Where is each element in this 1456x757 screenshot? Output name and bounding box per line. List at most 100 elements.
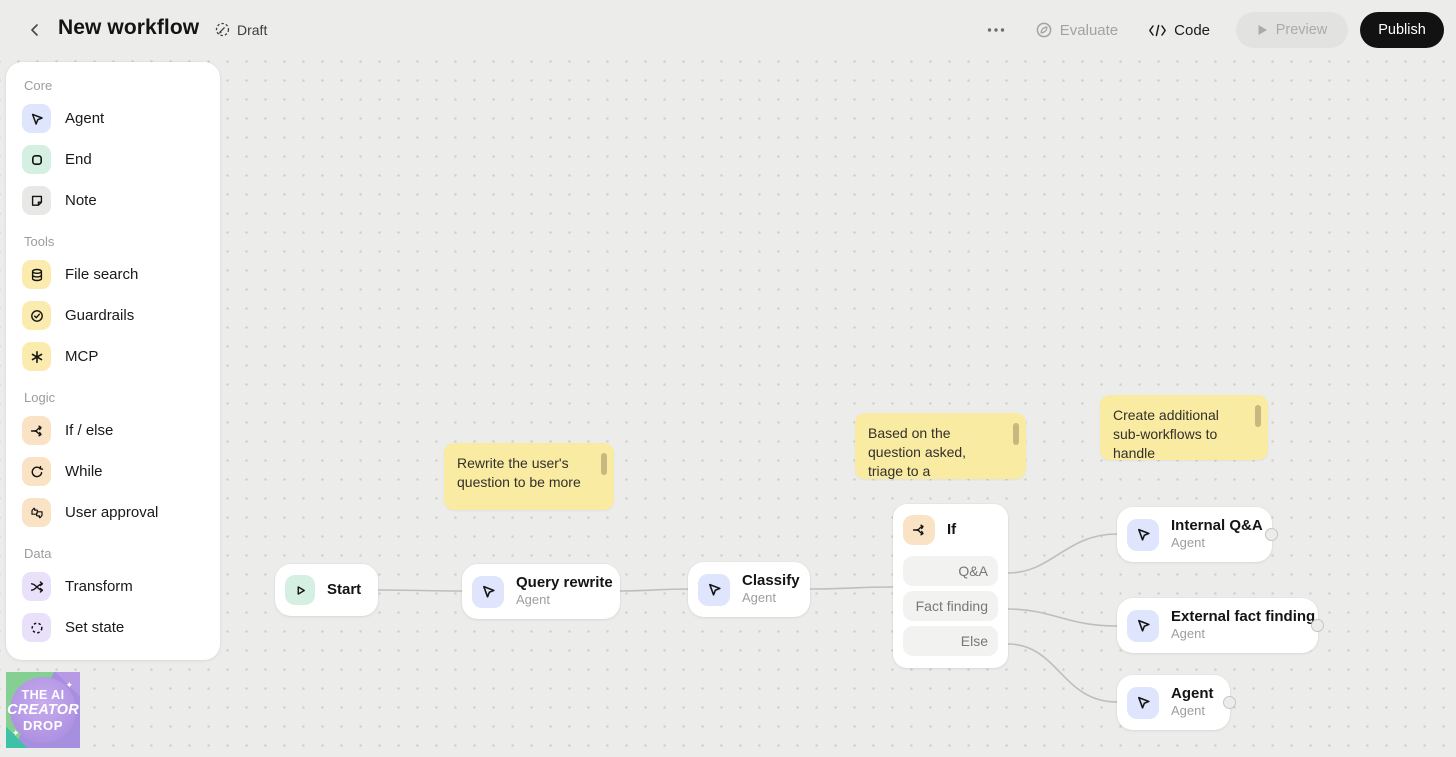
- preview-label: Preview: [1275, 22, 1328, 38]
- start-play-icon: [285, 575, 315, 605]
- if-branch-fact-finding[interactable]: Fact finding: [903, 591, 998, 621]
- chevron-left-icon: [31, 24, 38, 36]
- node-if[interactable]: If Q&A Fact finding Else: [893, 504, 1008, 668]
- sticky-note-text: Create additional sub-workflows to handl…: [1113, 407, 1219, 461]
- node-subtitle: Agent: [1171, 626, 1205, 642]
- shuffle-icon: [22, 572, 51, 601]
- sidebar-item-label: File search: [65, 266, 139, 283]
- back-button[interactable]: [22, 17, 48, 43]
- watermark-circle: THE AI CREATOR DROP: [7, 677, 79, 743]
- output-port[interactable]: [1311, 619, 1324, 632]
- node-query-rewrite[interactable]: Query rewrite Agent: [462, 564, 620, 619]
- loop-icon: [22, 457, 51, 486]
- preview-button[interactable]: Preview: [1236, 12, 1348, 48]
- if-branch-else[interactable]: Else: [903, 626, 998, 656]
- node-subtitle: Agent: [1171, 703, 1205, 719]
- note-icon: [22, 186, 51, 215]
- agent-cursor-icon: [698, 573, 730, 606]
- node-title: If: [947, 520, 957, 538]
- code-button[interactable]: Code: [1148, 22, 1210, 39]
- code-label: Code: [1174, 21, 1210, 39]
- end-square-icon: [22, 145, 51, 174]
- sidebar-item-label: Transform: [65, 578, 133, 595]
- watermark-text: THE AI: [21, 687, 65, 702]
- note-scrollbar[interactable]: [601, 453, 607, 475]
- sidebar-item-label: If / else: [65, 422, 114, 439]
- evaluate-label: Evaluate: [1059, 21, 1119, 39]
- sidebar-item-label: While: [65, 463, 103, 480]
- draft-icon: [215, 22, 230, 37]
- sticky-note[interactable]: Rewrite the user's question to be more: [444, 443, 614, 510]
- agent-cursor-icon: [1127, 518, 1159, 551]
- node-internal-qa[interactable]: Internal Q&A Agent: [1117, 507, 1272, 562]
- more-options-button[interactable]: [979, 13, 1013, 47]
- sidebar-item-label: End: [65, 151, 92, 168]
- branch-split-icon: [903, 515, 935, 545]
- sparkle-icon: ✦: [12, 728, 20, 738]
- agent-cursor-icon: [472, 575, 504, 608]
- agent-cursor-icon: [22, 104, 51, 133]
- sticky-note[interactable]: Create additional sub-workflows to handl…: [1100, 395, 1268, 461]
- sidebar-item-user-approval[interactable]: User approval: [22, 492, 204, 533]
- sidebar-item-label: Set state: [65, 619, 125, 636]
- note-scrollbar[interactable]: [1013, 423, 1019, 445]
- node-agent[interactable]: Agent Agent: [1117, 675, 1230, 730]
- code-icon: [1149, 24, 1167, 36]
- branch-split-icon: [22, 416, 51, 445]
- sidebar-item-label: Guardrails: [65, 307, 135, 324]
- sticky-note-text: Rewrite the user's question to be more: [457, 455, 581, 490]
- database-icon: [22, 260, 51, 289]
- node-title: Agent: [1171, 684, 1214, 702]
- section-label-data: Data: [24, 546, 52, 561]
- node-subtitle: Agent: [516, 592, 550, 608]
- section-label-tools: Tools: [24, 234, 55, 249]
- node-palette-sidebar: Core Agent End Note Tools File search Gu…: [6, 62, 220, 660]
- node-title: Query rewrite: [516, 573, 613, 591]
- sidebar-item-agent[interactable]: Agent: [22, 98, 204, 139]
- agent-cursor-icon: [1127, 686, 1159, 719]
- watermark-text: CREATOR: [7, 701, 79, 718]
- output-port[interactable]: [1223, 696, 1236, 709]
- sidebar-item-while[interactable]: While: [22, 451, 204, 492]
- node-subtitle: Agent: [1171, 535, 1205, 551]
- sidebar-item-file-search[interactable]: File search: [22, 254, 204, 295]
- evaluate-icon: [1036, 22, 1052, 38]
- play-icon: [1258, 25, 1267, 35]
- section-label-core: Core: [24, 78, 53, 93]
- sidebar-item-if-else[interactable]: If / else: [22, 410, 204, 451]
- node-external-fact-finding[interactable]: External fact finding Agent: [1117, 598, 1318, 653]
- evaluate-button[interactable]: Evaluate: [1035, 21, 1118, 39]
- sidebar-item-label: Agent: [65, 110, 105, 127]
- sidebar-item-guardrails[interactable]: Guardrails: [22, 295, 204, 336]
- node-classify[interactable]: Classify Agent: [688, 562, 810, 617]
- if-branch-qa[interactable]: Q&A: [903, 556, 998, 586]
- sidebar-item-note[interactable]: Note: [22, 180, 204, 221]
- node-title: External fact finding: [1171, 607, 1316, 625]
- thumbs-approval-icon: [22, 498, 51, 527]
- status-badge-label: Draft: [237, 21, 268, 38]
- note-scrollbar[interactable]: [1255, 405, 1261, 427]
- shield-check-icon: [22, 301, 51, 330]
- sidebar-item-mcp[interactable]: MCP: [22, 336, 204, 377]
- output-port[interactable]: [1265, 528, 1278, 541]
- sidebar-item-transform[interactable]: Transform: [22, 566, 204, 607]
- node-title: Internal Q&A: [1171, 516, 1263, 534]
- node-title: Classify: [742, 571, 800, 589]
- agent-cursor-icon: [1127, 609, 1159, 642]
- node-start[interactable]: Start: [275, 564, 378, 616]
- top-bar: New workflow Draft Evaluate Code: [0, 0, 1456, 60]
- publish-button[interactable]: Publish: [1360, 12, 1444, 48]
- sidebar-item-end[interactable]: End: [22, 139, 204, 180]
- sidebar-item-label: User approval: [65, 504, 159, 521]
- watermark-text: DROP: [23, 717, 63, 733]
- sticky-note[interactable]: Based on the question asked, triage to a: [855, 413, 1026, 479]
- creator-watermark-logo: ✦ ✦ THE AI CREATOR DROP: [6, 672, 80, 748]
- mcp-icon: [22, 342, 51, 371]
- sidebar-item-set-state[interactable]: Set state: [22, 607, 204, 648]
- section-label-logic: Logic: [24, 390, 56, 405]
- sparkle-icon: ✦: [65, 680, 73, 690]
- ellipsis-icon: [987, 28, 1004, 32]
- page-title: New workflow: [58, 16, 200, 39]
- sticky-note-text: Based on the question asked, triage to a: [868, 425, 967, 479]
- sidebar-item-label: MCP: [65, 348, 99, 365]
